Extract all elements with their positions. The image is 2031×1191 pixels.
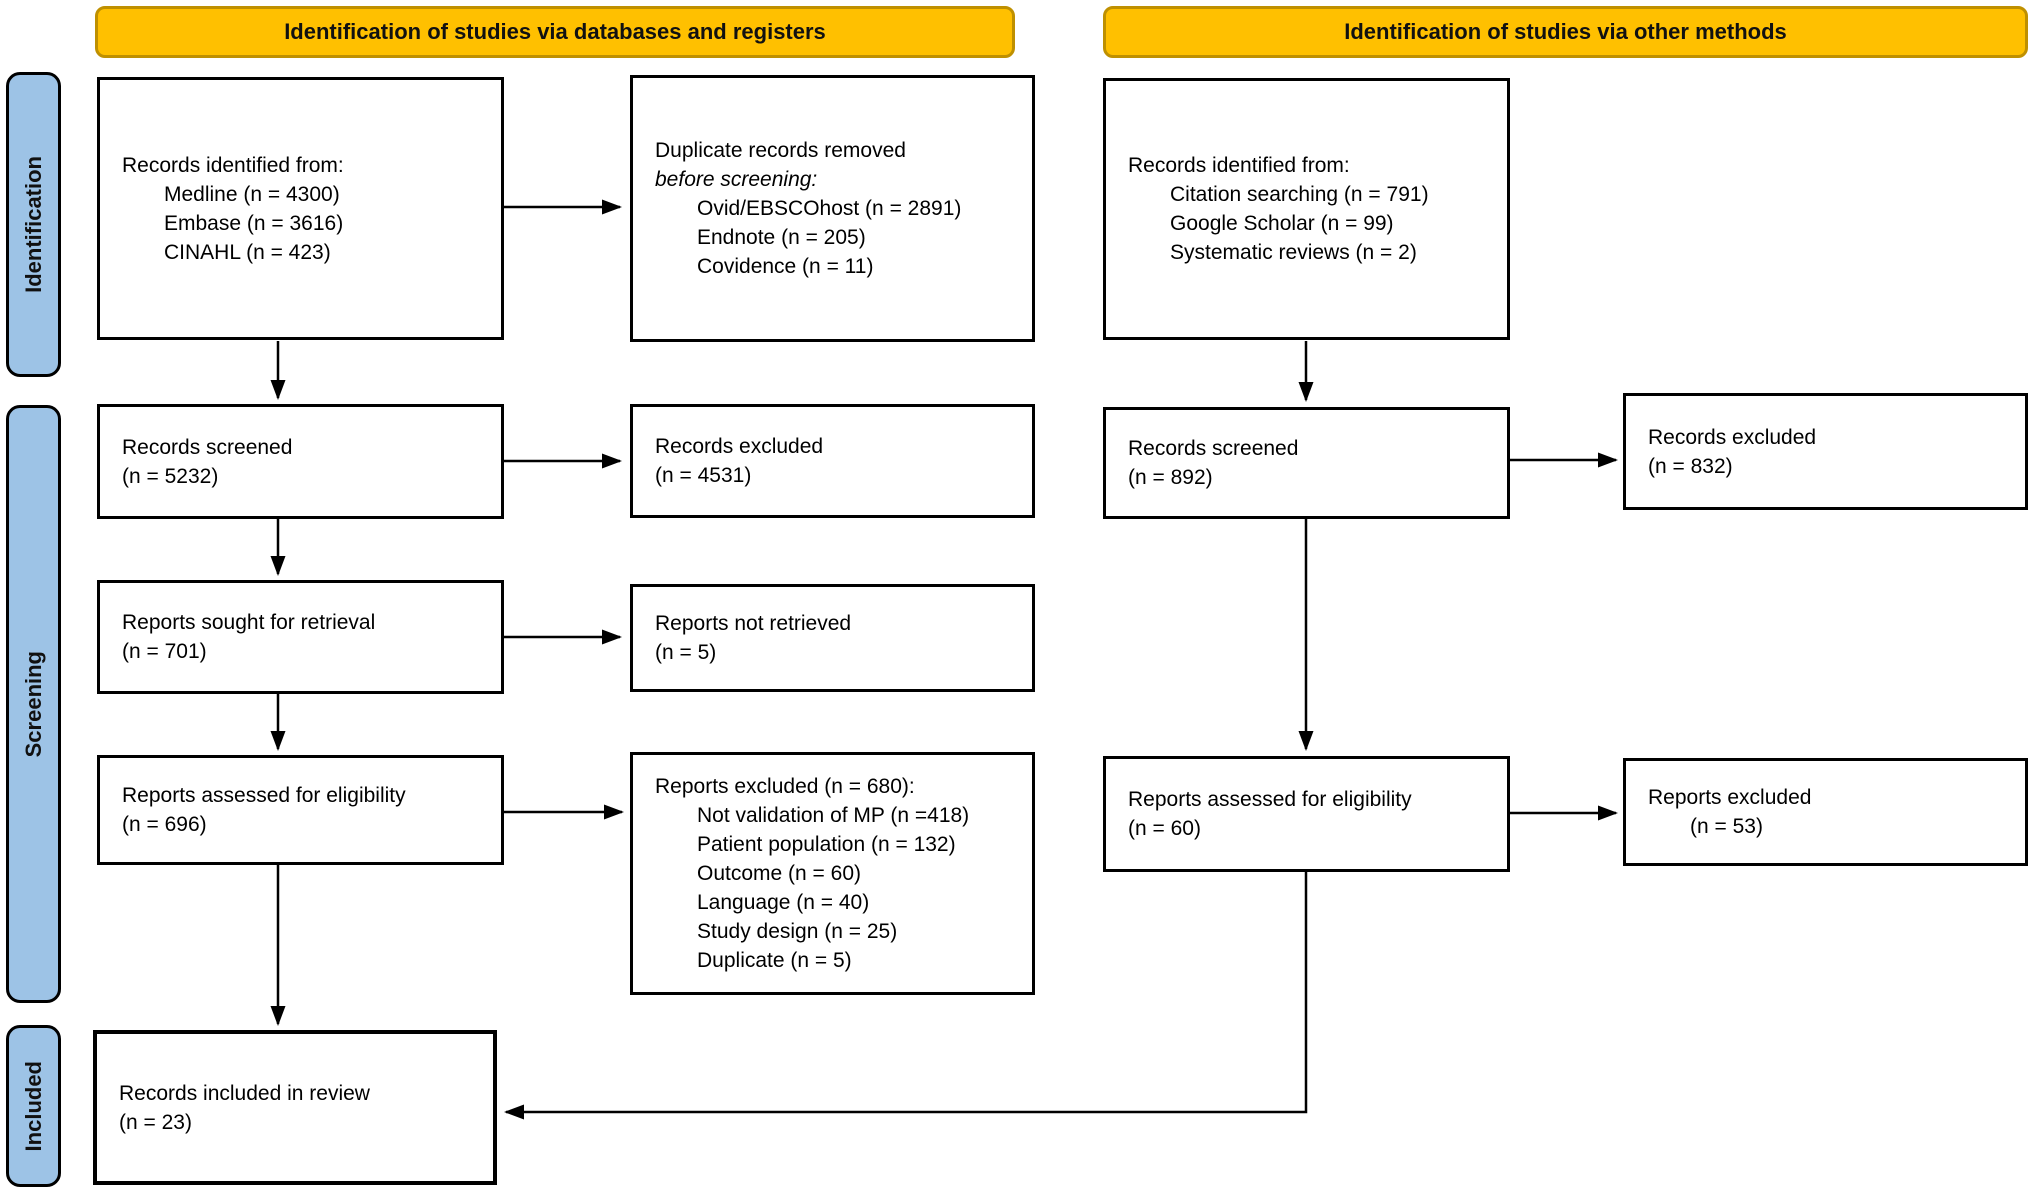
reports-excluded-language: Language (n = 40) [697,891,870,914]
reports-assessed-other-box: Reports assessed for eligibility (n = 60… [1103,756,1510,872]
included-review-count: (n = 23) [119,1110,192,1134]
stage-included: Included [6,1025,61,1187]
reports-assessed-other-count: (n = 60) [1128,817,1201,840]
other-identified-google-scholar: Google Scholar (n = 99) [1170,212,1394,235]
other-identified-citation-searching: Citation searching (n = 791) [1170,183,1429,206]
stage-screening: Screening [6,405,61,1003]
reports-assessed-db-box: Reports assessed for eligibility (n = 69… [97,755,504,865]
reports-sought-count: (n = 701) [122,640,207,663]
reports-assessed-other-label: Reports assessed for eligibility [1128,788,1412,811]
records-excluded-db-label: Records excluded [655,435,824,458]
records-screened-other-label: Records screened [1128,437,1299,460]
duplicates-ovid-ebscohost: Ovid/EBSCOhost (n = 2891) [697,197,962,220]
reports-sought-box: Reports sought for retrieval (n = 701) [97,580,504,694]
records-screened-db-count: (n = 5232) [122,464,219,488]
reports-excluded-other-box: Reports excluded (n = 53) [1623,758,2028,866]
stage-identification-label: Identification [20,156,46,293]
records-screened-other-box: Records screened (n = 892) [1103,407,1510,519]
records-excluded-other-label: Records excluded [1648,425,1817,449]
reports-excluded-other-label: Reports excluded [1648,786,1812,809]
reports-sought-label: Reports sought for retrieval [122,611,376,634]
reports-not-retrieved-count: (n = 5) [655,641,717,664]
header-other-methods-label: Identification of studies via other meth… [1344,19,1787,44]
db-identified-line: Records identified from: [122,153,344,177]
duplicates-endnote: Endnote (n = 205) [697,226,866,249]
reports-excluded-db-box: Reports excluded (n = 680): Not validati… [630,752,1035,995]
included-review-box: Records included in review (n = 23) [93,1030,497,1185]
reports-excluded-duplicate: Duplicate (n = 5) [697,949,852,972]
reports-assessed-db-label: Reports assessed for eligibility [122,784,406,807]
records-screened-db-label: Records screened [122,435,293,459]
records-excluded-other-count: (n = 832) [1648,454,1733,478]
reports-excluded-other-count: (n = 53) [1690,815,1763,838]
other-identified-line: Records identified from: [1128,154,1350,177]
reports-excluded-study-design: Study design (n = 25) [697,920,898,943]
duplicates-removed-line1: Duplicate records removed [655,139,906,162]
db-identified-cinahl: CINAHL (n = 423) [164,240,331,264]
reports-excluded-patient-population: Patient population (n = 132) [697,833,956,856]
stage-screening-label: Screening [20,650,46,758]
header-other-methods: Identification of studies via other meth… [1103,6,2028,58]
reports-assessed-db-count: (n = 696) [122,813,207,836]
stage-included-label: Included [20,1060,46,1152]
db-identified-box: Records identified from: Medline (n = 43… [97,77,504,340]
records-excluded-other-box: Records excluded (n = 832) [1623,393,2028,510]
db-identified-medline: Medline (n = 4300) [164,182,340,206]
records-excluded-db-count: (n = 4531) [655,464,752,487]
records-excluded-db-box: Records excluded (n = 4531) [630,404,1035,518]
stage-identification: Identification [6,72,61,377]
reports-not-retrieved-box: Reports not retrieved (n = 5) [630,584,1035,692]
records-screened-db-box: Records screened (n = 5232) [97,404,504,519]
included-review-label: Records included in review [119,1081,370,1105]
header-databases-registers-label: Identification of studies via databases … [284,19,826,44]
reports-excluded-db-label: Reports excluded (n = 680): [655,775,915,798]
duplicates-removed-line2: before screening: [655,168,818,191]
records-screened-other-count: (n = 892) [1128,466,1213,489]
reports-excluded-outcome: Outcome (n = 60) [697,862,861,885]
reports-excluded-not-validation: Not validation of MP (n =418) [697,804,970,827]
other-identified-box: Records identified from: Citation search… [1103,78,1510,340]
db-identified-embase: Embase (n = 3616) [164,211,344,235]
duplicates-removed-box: Duplicate records removed before screeni… [630,75,1035,342]
reports-not-retrieved-label: Reports not retrieved [655,612,852,635]
other-identified-systematic-reviews: Systematic reviews (n = 2) [1170,241,1417,264]
duplicates-covidence: Covidence (n = 11) [697,255,874,278]
header-databases-registers: Identification of studies via databases … [95,6,1015,58]
